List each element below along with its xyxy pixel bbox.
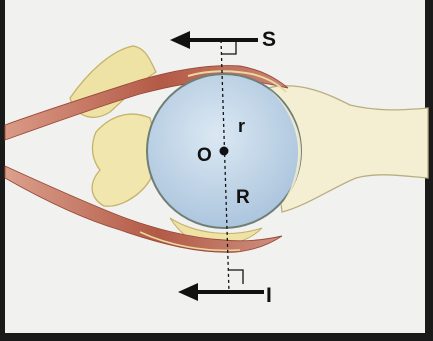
label-superior: S xyxy=(262,28,276,51)
label-large-radius: R xyxy=(236,187,250,208)
center-point xyxy=(220,147,229,156)
label-small-radius: r xyxy=(238,116,245,136)
label-inferior: I xyxy=(266,284,272,307)
frame-bottom-edge xyxy=(0,333,433,341)
frame-left-edge xyxy=(0,0,5,341)
label-center: O xyxy=(197,145,212,166)
